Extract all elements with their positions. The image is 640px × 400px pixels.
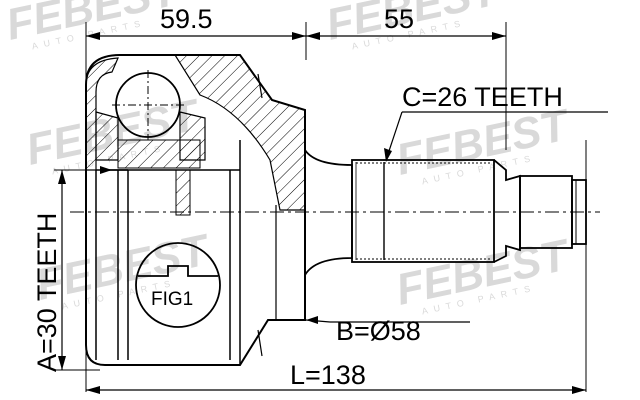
watermark-text: FEBEST [2,0,185,50]
top-dimension-lines [86,32,506,40]
figure-label: FIG1 [151,289,193,310]
cv-joint-shaft [304,149,587,276]
dimension-width-left: 59.5 [160,4,213,34]
cv-joint-housing [70,54,600,366]
dimension-spline-a: A=30 TEETH [32,213,62,372]
spline-a-dimension-line [58,170,66,370]
dimension-diameter-b: B=Ø58 [336,316,421,346]
fig1-detail: FIG1 [135,242,221,328]
dimension-length-l: L=138 [290,360,366,390]
leader-lines [100,111,608,324]
length-dimension-line [86,386,586,394]
extension-lines [54,22,587,392]
dimension-width-right: 55 [384,4,414,34]
dimension-spline-c: C=26 TEETH [402,82,563,112]
